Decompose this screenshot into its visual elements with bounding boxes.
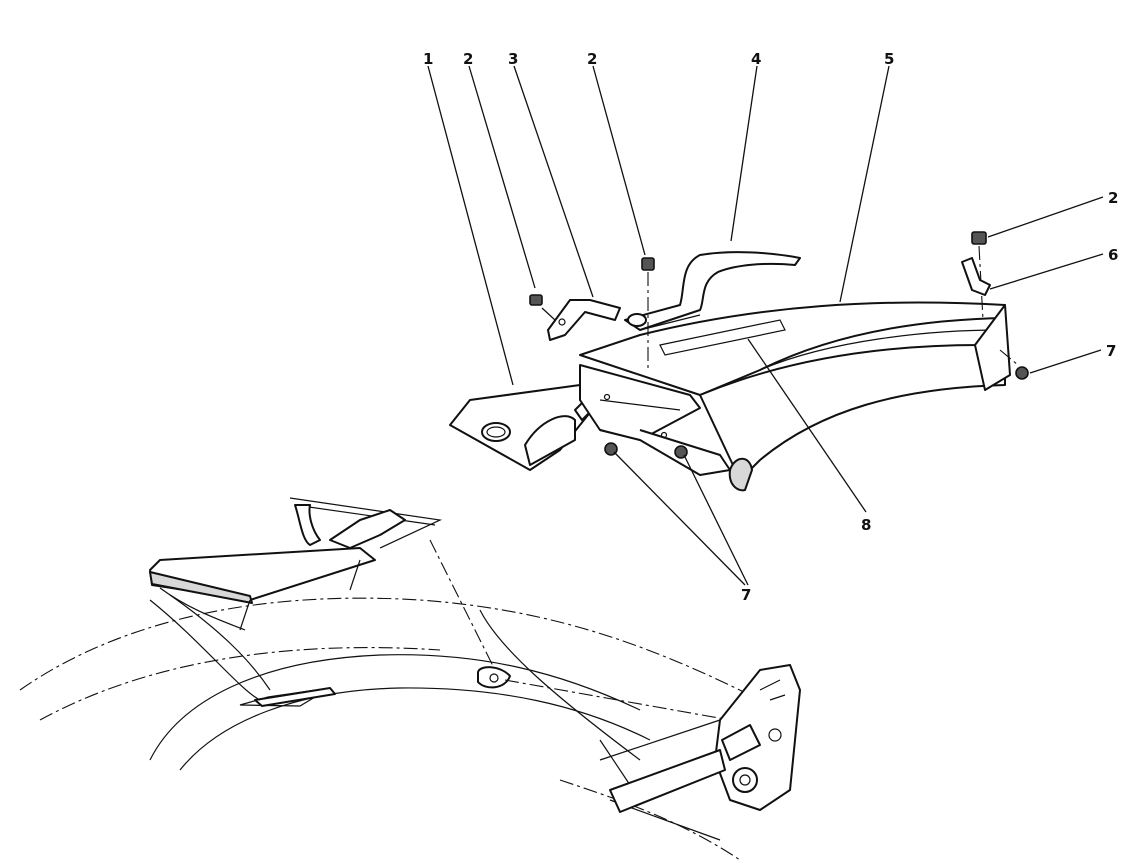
callout-1: 1: [423, 50, 433, 68]
bracket-3: [547, 299, 621, 341]
chute-body: [579, 301, 1011, 492]
leader-lines: [427, 65, 1104, 586]
callout-3: 3: [508, 50, 518, 68]
callout-2-left: 2: [463, 50, 473, 68]
chute-deflector-4: [624, 251, 801, 331]
callout-6: 6: [1108, 246, 1118, 264]
callout-2-right: 2: [1108, 189, 1118, 207]
callout-5: 5: [884, 50, 894, 68]
callout-8: 8: [861, 516, 871, 534]
chute-bracket-1: [449, 364, 731, 476]
mower-housing: [19, 594, 761, 861]
side-plate: [599, 664, 801, 813]
callout-2-middle: 2: [587, 50, 597, 68]
callout-7-right: 7: [1106, 342, 1116, 360]
callout-4: 4: [751, 50, 761, 68]
callout-7-bottom: 7: [741, 586, 751, 604]
handle-bracket-lower: [149, 497, 731, 721]
callout-labels: 1 2 3 2 4 5 2 6 7 8 7: [423, 50, 1118, 604]
hardware: [529, 231, 1029, 459]
